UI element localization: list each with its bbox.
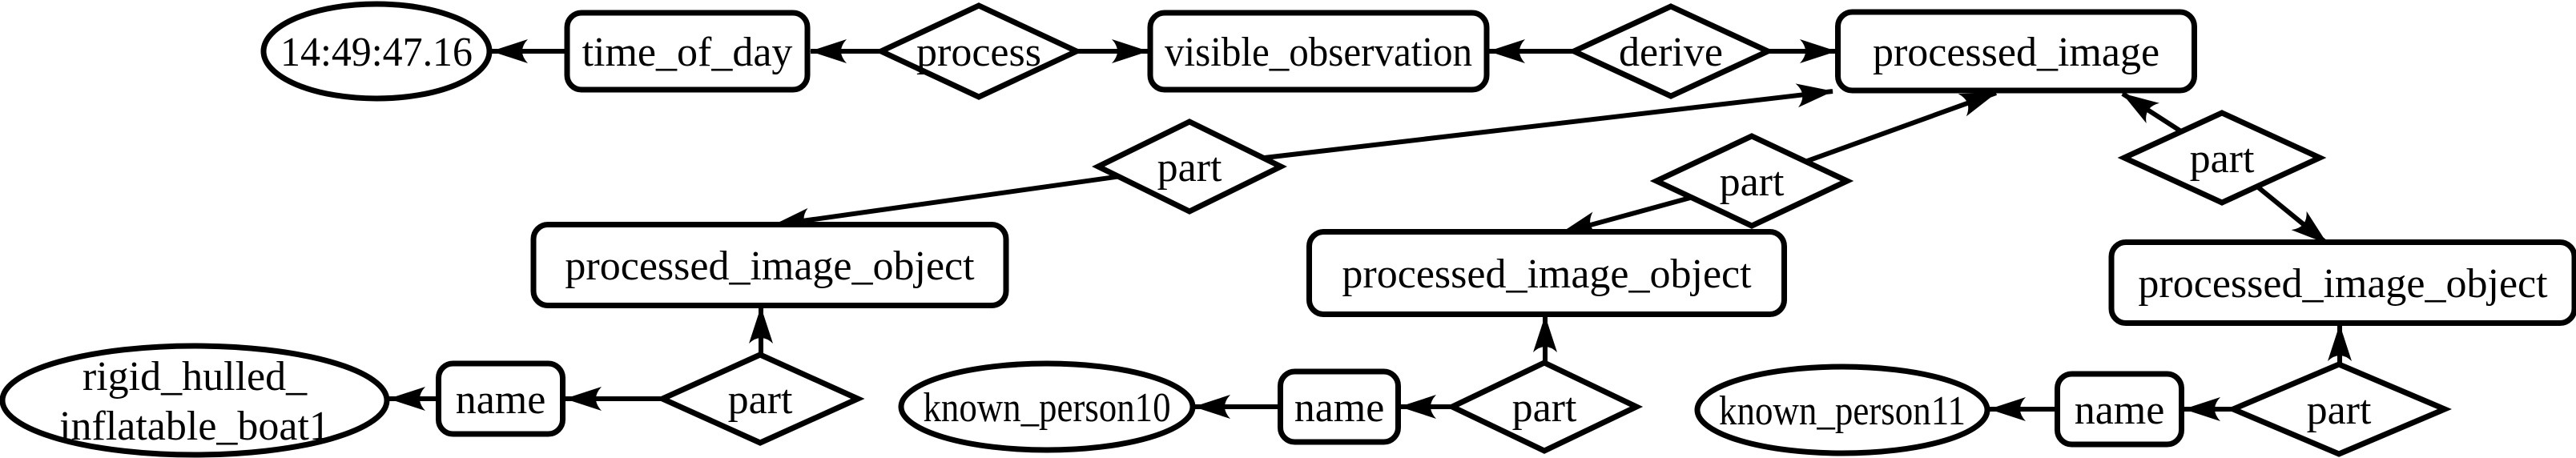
kp11_value-ellipse — [1694, 364, 1990, 456]
time_of_day-label: time_of_day — [582, 30, 793, 75]
boat_value-label: rigid_hulled_inflatable_boat1 — [59, 354, 330, 449]
part2-label: part — [1720, 159, 1785, 205]
processed_image-box — [1835, 9, 2197, 94]
node-process: process — [874, 2, 1084, 100]
name3-label: name — [2075, 388, 2165, 433]
kp10_value-label: known_person10 — [924, 385, 1171, 431]
partB3-label: part — [2307, 388, 2372, 433]
edge-part1-to-processed_image — [1189, 83, 1833, 169]
node-derive: derive — [1567, 3, 1775, 99]
process-diamond — [874, 2, 1084, 100]
time_of_day-box — [564, 10, 811, 93]
boat_value-ellipse — [0, 343, 390, 458]
part1-label: part — [1157, 145, 1222, 191]
node-time_value: 14:49:47.16 — [260, 1, 493, 102]
node-name2: name — [1278, 368, 1401, 445]
node-name1: name — [436, 360, 566, 437]
node-part3: part — [2117, 110, 2327, 206]
node-name3: name — [2055, 371, 2184, 448]
part3-diamond — [2117, 110, 2327, 206]
node-object3: processed_image_object — [2108, 239, 2576, 326]
derive-label: derive — [1619, 30, 1723, 75]
node-part2: part — [1649, 133, 1854, 229]
time_value-label: 14:49:47.16 — [280, 30, 473, 75]
node-object2: processed_image_object — [1306, 229, 1787, 317]
part2-diamond — [1649, 133, 1854, 229]
partB3-diamond — [2226, 361, 2452, 457]
partB2-diamond — [1445, 360, 1644, 454]
visible_observation-label: visible_observation — [1165, 30, 1472, 75]
part3-label: part — [2190, 136, 2255, 182]
kp10_value-ellipse — [898, 360, 1196, 453]
processed_image-label: processed_image — [1873, 30, 2159, 75]
derive-diamond — [1567, 3, 1775, 99]
part1-diamond — [1092, 119, 1287, 215]
object2-box — [1306, 229, 1787, 317]
node-partB1: part — [655, 352, 865, 446]
node-time_of_day: time_of_day — [564, 10, 811, 93]
time_value-ellipse — [260, 1, 493, 102]
object3-box — [2108, 239, 2576, 326]
name2-label: name — [1294, 385, 1385, 431]
name1-box — [436, 360, 566, 437]
object2-label: processed_image_object — [1342, 251, 1752, 297]
node-kp10_value: known_person10 — [898, 360, 1196, 453]
visible_observation-box — [1147, 10, 1490, 93]
node-object1: processed_image_object — [530, 222, 1009, 308]
object1-label: processed_image_object — [565, 243, 975, 289]
node-visible_observation: visible_observation — [1147, 10, 1490, 93]
node-kp11_value: known_person11 — [1694, 364, 1990, 456]
node-processed_image: processed_image — [1835, 9, 2197, 94]
object3-label: processed_image_object — [2138, 261, 2548, 307]
kp11_value-label: known_person11 — [1719, 388, 1966, 434]
node-part1: part — [1092, 119, 1287, 215]
name3-box — [2055, 371, 2184, 448]
partB1-label: part — [728, 377, 793, 423]
node-partB3: part — [2226, 361, 2452, 457]
partB2-label: part — [1512, 385, 1577, 431]
name1-label: name — [456, 377, 546, 423]
partB1-diamond — [655, 352, 865, 446]
node-partB2: part — [1445, 360, 1644, 454]
object1-box — [530, 222, 1009, 308]
node-boat_value: rigid_hulled_inflatable_boat1 — [0, 343, 390, 458]
process-label: process — [916, 30, 1041, 75]
name2-box — [1278, 368, 1401, 445]
